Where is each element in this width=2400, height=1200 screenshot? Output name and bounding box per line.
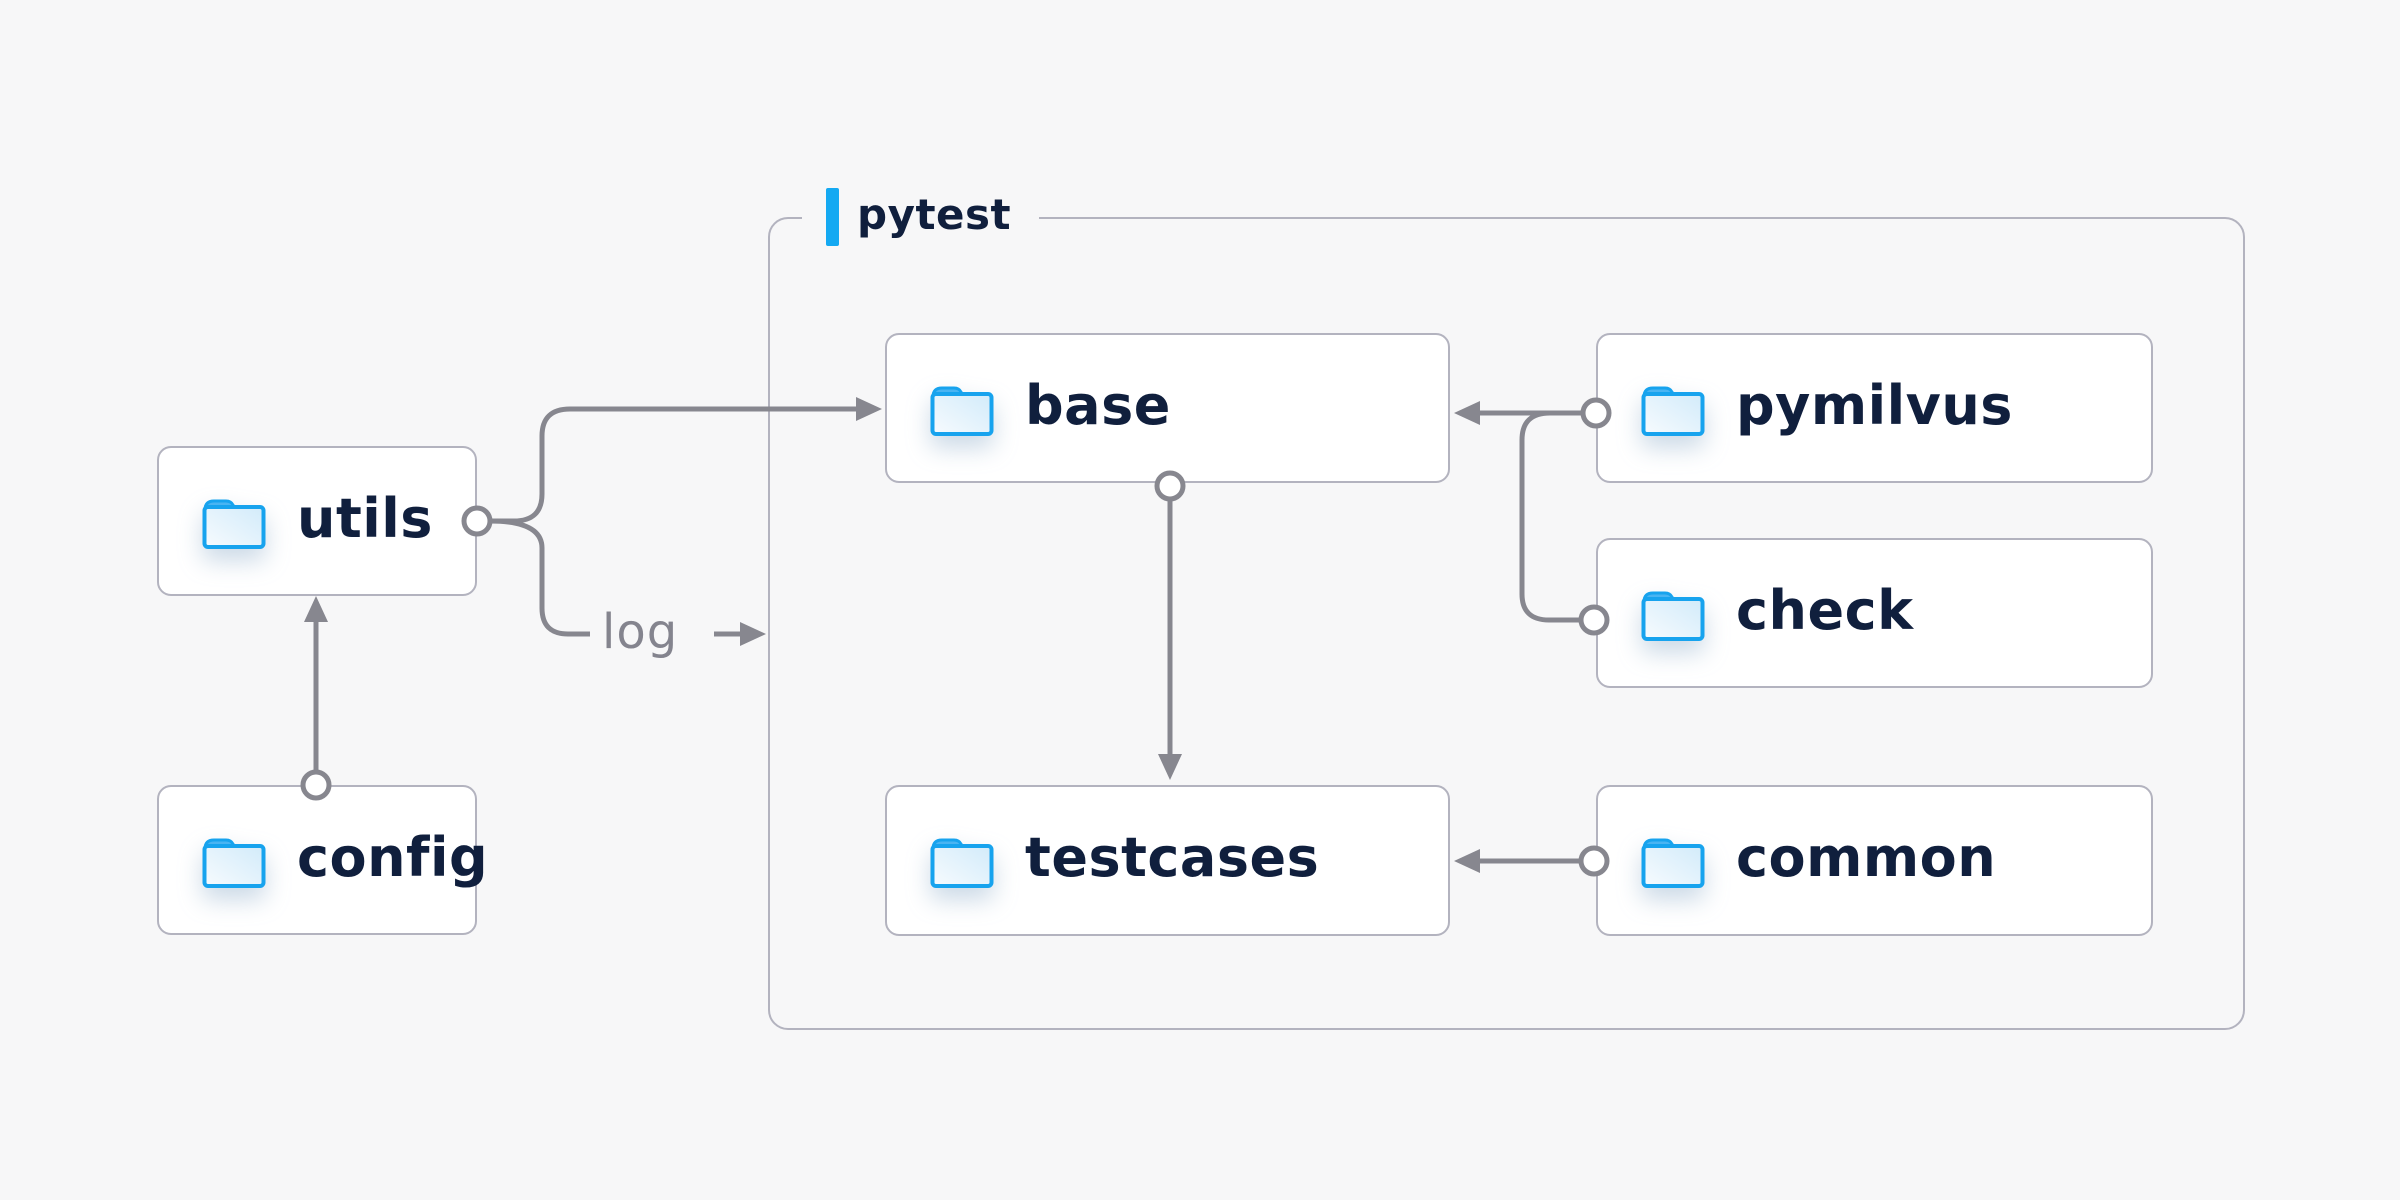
edge-config-utils [300, 596, 332, 801]
node-base: base [885, 333, 1450, 483]
group-title: pytest [857, 190, 1012, 239]
folder-icon [1641, 591, 1705, 641]
folder-icon [930, 386, 994, 436]
folder-icon [202, 838, 266, 888]
node-utils: utils [157, 446, 477, 596]
node-config: config [157, 785, 488, 935]
folder-icon [202, 499, 266, 549]
node-pymilvus: pymilvus [1596, 333, 2153, 483]
node-check: check [1596, 538, 2153, 688]
folder-icon [1641, 838, 1705, 888]
folder-icon [1641, 386, 1705, 436]
node-label: pymilvus [1736, 373, 2013, 437]
edge-label-log: log [602, 604, 679, 661]
pytest-group-container [768, 217, 2245, 1030]
node-label: testcases [1025, 826, 1320, 889]
node-label: base [1025, 373, 1171, 437]
node-common: common [1596, 785, 2153, 936]
node-label: utils [297, 486, 433, 550]
node-label: check [1736, 578, 1914, 642]
node-testcases: testcases [885, 785, 1450, 936]
accent-bar-icon [826, 188, 839, 246]
node-label: common [1736, 826, 1997, 889]
pytest-group-label: pytest [802, 188, 1040, 246]
node-label: config [297, 825, 489, 889]
folder-icon [930, 838, 994, 888]
